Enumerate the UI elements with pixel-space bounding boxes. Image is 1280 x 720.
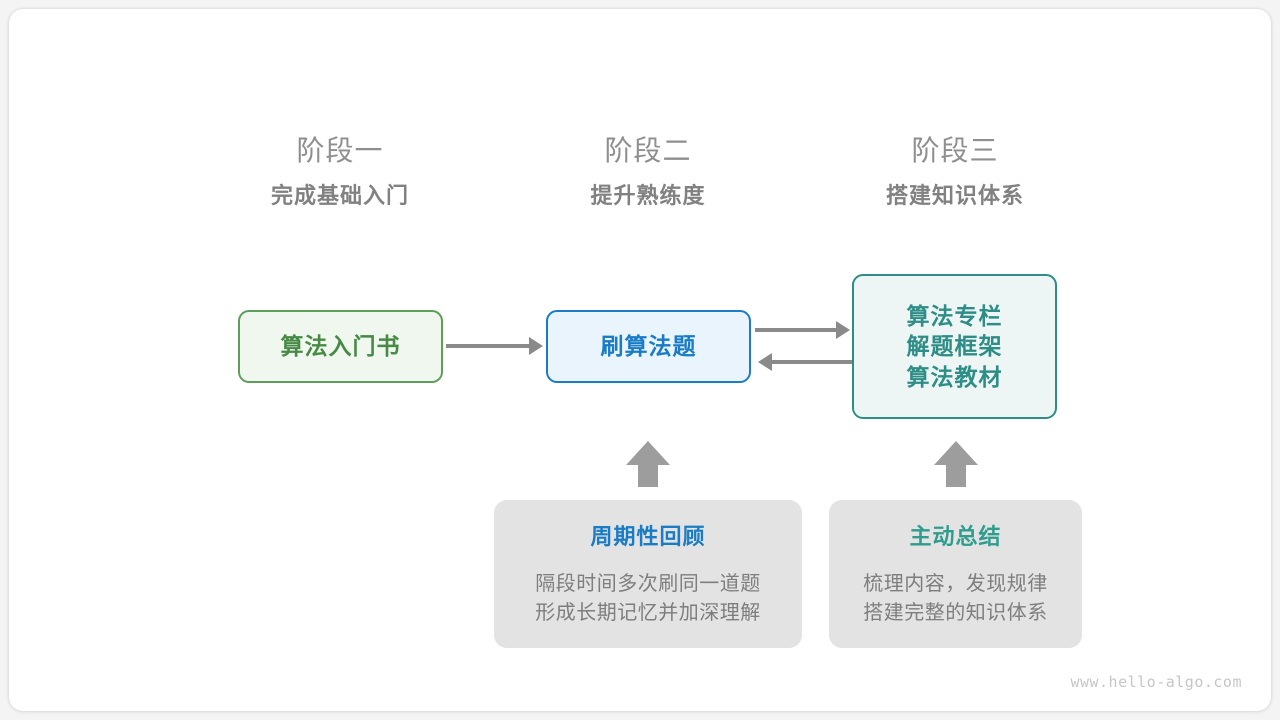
connector-line	[772, 360, 852, 364]
node-resources-line-3: 算法教材	[906, 363, 1003, 390]
node-learning-resources[interactable]: 算法专栏 解题框架 算法教材	[852, 274, 1057, 419]
stage-column-3: 阶段三 搭建知识体系	[815, 137, 1095, 207]
stage-1-desc: 完成基础入门	[270, 183, 409, 208]
arrow-shaft	[638, 463, 658, 487]
note-card-periodic-review[interactable]: 周期性回顾 隔段时间多次刷同一道题 形成长期记忆并加深理解	[494, 500, 802, 648]
arrow-up-icon-review	[626, 441, 670, 487]
diagram-canvas: 阶段一 完成基础入门 阶段二 提升熟练度 阶段三 搭建知识体系 算法入门书 刷算…	[9, 9, 1271, 711]
arrow-head	[934, 441, 978, 465]
arrow-right-icon	[529, 337, 543, 355]
watermark: www.hello-algo.com	[1070, 673, 1242, 691]
note-summary-body: 梳理内容，发现规律 搭建完整的知识体系	[863, 570, 1048, 628]
arrow-left-icon	[758, 353, 772, 371]
stage-3-desc: 搭建知识体系	[885, 183, 1024, 208]
note-review-body-line-1: 隔段时间多次刷同一道题	[535, 573, 761, 595]
note-card-active-summary[interactable]: 主动总结 梳理内容，发现规律 搭建完整的知识体系	[829, 500, 1082, 648]
node-algorithm-intro-book[interactable]: 算法入门书	[238, 310, 443, 383]
node-practice-problems[interactable]: 刷算法题	[546, 310, 751, 383]
connector-line	[755, 328, 838, 332]
node-resources-line-1: 算法专栏	[906, 302, 1003, 329]
stage-2-name: 阶段二	[604, 135, 692, 166]
stage-2-desc: 提升熟练度	[590, 183, 706, 208]
stage-1-name: 阶段一	[296, 135, 384, 166]
arrow-shaft	[946, 463, 966, 487]
note-review-body: 隔段时间多次刷同一道题 形成长期记忆并加深理解	[535, 570, 761, 628]
note-review-body-line-2: 形成长期记忆并加深理解	[535, 602, 761, 624]
stage-3-name: 阶段三	[911, 135, 999, 166]
arrow-up-icon-summary	[934, 441, 978, 487]
stage-column-2: 阶段二 提升熟练度	[508, 137, 788, 207]
note-summary-title: 主动总结	[909, 524, 1002, 549]
arrow-head	[626, 441, 670, 465]
node-resources-line-2: 解题框架	[906, 333, 1003, 360]
connector-line	[446, 344, 531, 348]
note-summary-body-line-1: 梳理内容，发现规律	[863, 573, 1048, 595]
node-book-line-1: 算法入门书	[280, 333, 401, 360]
note-summary-body-line-2: 搭建完整的知识体系	[863, 602, 1048, 624]
arrow-right-icon	[836, 321, 850, 339]
note-review-title: 周期性回顾	[590, 524, 706, 549]
node-practice-line-1: 刷算法题	[600, 333, 697, 360]
stage-column-1: 阶段一 完成基础入门	[200, 137, 480, 207]
